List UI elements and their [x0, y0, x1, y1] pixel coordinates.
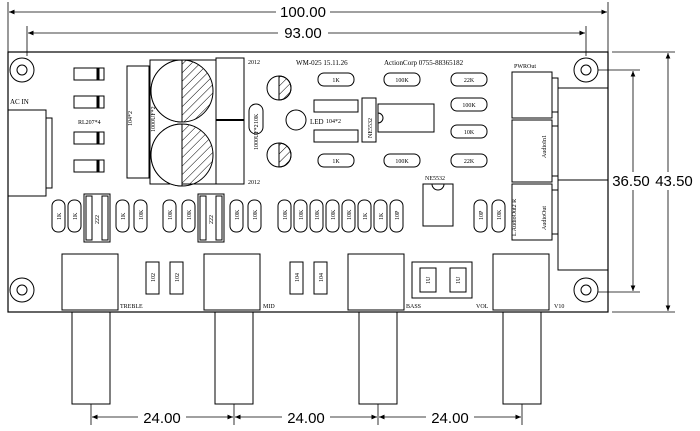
- mount-hole-bottom-right: [573, 277, 599, 303]
- dim-pot-spacing-1-label: 24.00: [143, 410, 181, 427]
- pot-vol: VOL V10: [476, 253, 564, 405]
- pot-bass: BASS: [347, 253, 421, 405]
- reg-2012-bottom-label: 2012: [248, 180, 260, 186]
- resistor-row-top: 1K 100K 22K 100K 10K: [317, 72, 488, 139]
- dim-overall-width: 100.00: [7, 2, 609, 56]
- right-connectors: PWROut AudioIn1 AudioOut L AudioOut2 R: [511, 64, 609, 271]
- ac-in-connector: AC IN: [7, 98, 53, 197]
- cap-104-a-label: 104: [295, 273, 301, 282]
- dim-pot-spacing-3-label: 24.00: [431, 410, 469, 427]
- cap-1u-a-label: 1U: [426, 276, 432, 284]
- ne5532-bottom-label: NE5532: [425, 176, 445, 182]
- res-100k-a-label: 100K: [395, 78, 409, 84]
- coupling-caps-1u: 1U 1U: [411, 261, 473, 299]
- dim-overall-height: 43.50: [612, 51, 697, 313]
- dim-pot-spacing-2-label: 24.00: [287, 410, 325, 427]
- cap-222-a-label: 222: [95, 215, 101, 224]
- op-amp-bottom: NE5532: [422, 176, 454, 227]
- bass-label: BASS: [406, 304, 421, 310]
- filter-capacitors: 104*2 1000UF*2 2012 2012: [126, 57, 260, 187]
- cap-104x2-label: 104*2: [128, 111, 134, 126]
- dim-hole-height: 36.50: [598, 69, 652, 293]
- reg-2012-top-label: 2012: [248, 60, 260, 66]
- res-100k-c-label: 100K: [395, 159, 409, 165]
- mount-hole-top-right: [573, 57, 599, 83]
- vol-label: VOL: [476, 304, 489, 310]
- dim-overall-height-label: 43.50: [655, 173, 693, 190]
- dim-hole-height-label: 36.50: [612, 173, 650, 190]
- res-1k-b-label: 1K: [332, 159, 340, 165]
- mid-label: MID: [263, 304, 275, 310]
- res-10k-a-label: 10K: [464, 130, 475, 136]
- res-10k-d-label: 10K: [187, 209, 193, 220]
- res-10k-j-label: 10K: [331, 209, 337, 220]
- cap-104x2-b-label: 104*2: [326, 119, 341, 125]
- led-label: LED: [310, 118, 324, 126]
- board-model-label: WM-025 15.11.26: [296, 59, 348, 67]
- audio-out-label: AudioOut: [542, 206, 548, 230]
- res-1k-c-label: 1K: [57, 212, 63, 220]
- dim-hole-spacing: 93.00: [26, 25, 587, 56]
- res-1k-d-label: 1K: [73, 212, 79, 220]
- res-1k-a-label: 1K: [332, 78, 340, 84]
- res-10k-k-label: 10K: [347, 209, 353, 220]
- rectifier-diodes: RL207*4: [73, 67, 105, 173]
- cap-10p-a-label: 10P: [395, 210, 401, 220]
- res-10k-e-label: 10K: [235, 209, 241, 220]
- resistor-row-mid: 1K 100K 22K: [317, 153, 488, 168]
- res-10k-h-label: 10K: [299, 209, 305, 220]
- tone-resistor-row: 1K 1K 222 1K 10K 10K 10K 222 10K 10K 10K…: [51, 193, 506, 243]
- ac-in-label: AC IN: [10, 98, 29, 106]
- dim-overall-width-label: 100.00: [280, 4, 326, 21]
- cap-222-b-label: 222: [209, 215, 215, 224]
- res-1k-g-label: 1K: [379, 212, 385, 220]
- res-1k-f-label: 1K: [363, 212, 369, 220]
- audio-in-label: AudioIn1: [542, 135, 548, 158]
- cap-1u-b-label: 1U: [456, 276, 462, 284]
- pot-treble: 102 102 TREBLE: [61, 253, 184, 405]
- mount-hole-bottom-left: [9, 277, 35, 303]
- board-company-label: ActionCorp 0755-88365182: [384, 59, 464, 67]
- res-10k-b-label: 10K: [139, 209, 145, 220]
- res-10k-g-label: 10K: [283, 209, 289, 220]
- audio-out2-label: L AudioOut2 R: [512, 199, 518, 236]
- ne5532-top-label: NE5532: [368, 118, 374, 138]
- mount-hole-top-left: [9, 57, 35, 83]
- pwr-out-label: PWROut: [514, 64, 536, 70]
- v10-label: V10: [554, 304, 564, 310]
- cap-10p-b-label: 10P: [479, 210, 485, 220]
- cap-1000uf-label: 1000UF*2: [151, 106, 157, 132]
- res-100k-b-label: 100K: [462, 103, 476, 109]
- cap-102-a-label: 102: [151, 273, 157, 282]
- treble-label: TREBLE: [120, 304, 143, 310]
- res-22k-a-label: 22K: [464, 78, 475, 84]
- cap-104-b-label: 104: [319, 273, 325, 282]
- diodes-label: RL207*4: [78, 120, 101, 126]
- res-10k-c-label: 10K: [168, 209, 174, 220]
- res-10k-l-label: 10K: [497, 209, 503, 220]
- cap-102-b-label: 102: [175, 273, 181, 282]
- small-caps-and-led: 1000UF*2 10K LED: [248, 75, 324, 168]
- dim-hole-spacing-label: 93.00: [284, 25, 322, 42]
- res-10k-vert-label: 10K: [254, 113, 260, 124]
- cap-1000uf-small-label: 1000UF*2: [254, 124, 260, 150]
- op-amp-top: 104*2 NE5532: [313, 97, 435, 143]
- res-10k-i-label: 10K: [315, 209, 321, 220]
- res-1k-e-label: 1K: [121, 212, 127, 220]
- res-22k-b-label: 22K: [464, 159, 475, 165]
- res-10k-f-label: 10K: [253, 209, 259, 220]
- pot-mid: 104 104 MID: [203, 253, 328, 405]
- dim-pot-spacing: 24.00 24.00 24.00: [90, 404, 523, 427]
